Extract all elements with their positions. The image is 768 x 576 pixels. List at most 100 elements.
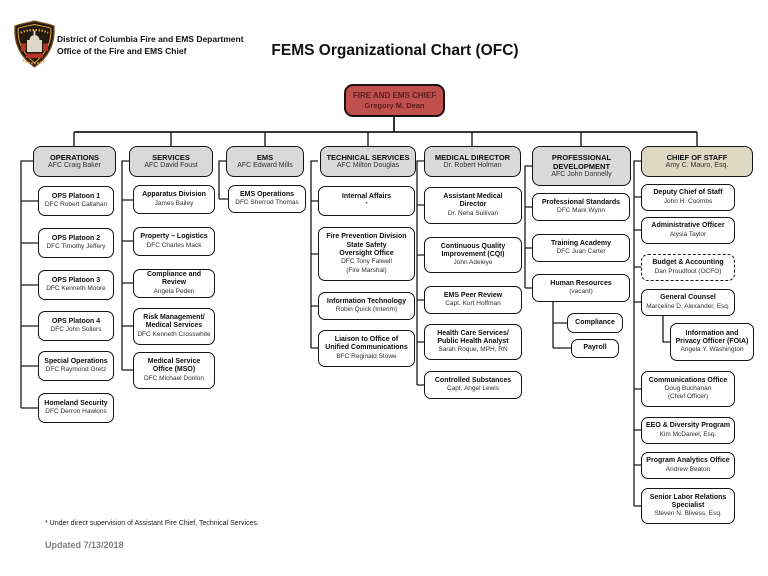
node-title: EEO & Diversity Program xyxy=(645,422,731,430)
node-name: Kim McDaniel, Esq. xyxy=(659,430,717,438)
node-title: Information Technology xyxy=(326,297,407,305)
node-title: Program Analytics Office xyxy=(646,457,730,465)
node-title: Property – Logistics xyxy=(140,233,208,241)
node-title: Risk Management/ Medical Services xyxy=(143,314,205,330)
node-name: DFC Kenneth Crosswhite xyxy=(137,330,211,338)
node-name: Amy C. Mauro, Esq. xyxy=(665,161,729,169)
node-title: Assistant Medical Director xyxy=(443,193,503,209)
org-node-chief-of-staff: CHIEF OF STAFF Amy C. Mauro, Esq. xyxy=(641,146,753,177)
node-name: DFC Derron Hawkins xyxy=(45,408,107,416)
node-name: Dr. Neha Sullivan xyxy=(447,209,499,217)
org-node-ems-operations: EMS Operations DFC Sherrod Thomas xyxy=(228,185,306,213)
org-node-property-logistics: Property – Logistics DFC Charles Mack xyxy=(133,227,215,256)
node-name: Dan Proudfoot (OCFO) xyxy=(654,267,722,275)
org-node-program-analytics-office: Program Analytics Office Andrew Beaton xyxy=(641,452,735,479)
node-name: Sarah Roque, MPH, RN xyxy=(438,346,508,354)
node-name: Angela Y. Washington xyxy=(680,346,744,354)
node-name: DFC John Sollers xyxy=(50,326,102,334)
dept-line-2: Office of the Fire and EMS Chief xyxy=(57,46,187,57)
node-title: Apparatus Division xyxy=(142,191,206,199)
org-node-compliance-and-review: Compliance and Review Angela Peden xyxy=(133,269,215,298)
updated-date: Updated 7/13/2018 xyxy=(45,540,124,550)
node-name: DFC Kenneth Moore xyxy=(46,285,106,293)
node-title: Liaison to Office of Unified Communicati… xyxy=(325,336,408,352)
node-name: Marceline D. Alexander, Esq. xyxy=(646,302,730,310)
node-name: Steven N. Blivess, Esq. xyxy=(654,510,722,518)
org-node-continuous-quality-improvement: Continuous Quality Improvement (CQI) Joh… xyxy=(424,237,522,273)
org-node-professional-development: PROFESSIONAL DEVELOPMENT AFC John Donnel… xyxy=(532,146,631,186)
node-title: Human Resources xyxy=(550,279,612,287)
dept-line-1: District of Columbia Fire and EMS Depart… xyxy=(57,34,244,44)
org-node-operations: OPERATIONS AFC Craig Baker xyxy=(33,146,116,177)
node-title: Special Operations xyxy=(44,357,108,365)
node-name: AFC John Donnelly xyxy=(551,170,612,178)
node-title: SERVICES xyxy=(152,152,190,162)
node-name: DFC Sherrod Thomas xyxy=(235,199,299,207)
org-node-administrative-officer: Administrative Officer Alysia Taylor xyxy=(641,217,735,244)
org-node-technical-services: TECHNICAL SERVICES AFC Milton Douglas xyxy=(320,146,416,177)
node-title: General Counsel xyxy=(660,294,716,302)
node-title: Communications Office xyxy=(648,376,728,384)
node-title: Internal Affairs xyxy=(341,192,392,200)
node-name: Gregory M. Dean xyxy=(364,100,425,110)
org-node-services: SERVICES AFC David Foust xyxy=(129,146,213,177)
node-title: TECHNICAL SERVICES xyxy=(326,152,410,162)
node-name: BFC Reginald Stowe xyxy=(336,352,397,360)
node-name: Capt. Angel Lewis xyxy=(446,385,500,393)
node-name: Dr. Robert Holman xyxy=(443,161,502,169)
node-title: MEDICAL DIRECTOR xyxy=(434,152,511,162)
org-node-hr-compliance: Compliance xyxy=(567,313,623,333)
node-name: DFC Tony Falwell (Fire Marshal) xyxy=(341,258,392,274)
node-title: EMS xyxy=(256,152,274,162)
node-name: (vacant) xyxy=(569,288,593,296)
org-node-communications-office: Communications Office Doug Buchanan (Chi… xyxy=(641,371,735,407)
org-node-medical-service-office: Medical Service Office (MSO) DFC Michael… xyxy=(133,352,215,389)
org-node-liaison-unified-communications: Liaison to Office of Unified Communicati… xyxy=(318,330,415,367)
node-title: Compliance and Review xyxy=(146,271,202,287)
node-title: Training Academy xyxy=(550,239,612,247)
node-name: AFC David Foust xyxy=(144,161,198,169)
node-name: James Bailey xyxy=(154,199,194,207)
org-node-ops-platoon-4: OPS Platoon 4 DFC John Sollers xyxy=(38,311,114,341)
node-name: * xyxy=(365,201,368,209)
node-title: Continuous Quality Improvement (CQI) xyxy=(440,242,506,258)
node-title: OPERATIONS xyxy=(49,152,100,162)
node-title: Professional Standards xyxy=(541,198,621,206)
node-name: AFC Edward Mills xyxy=(237,161,293,169)
node-title: Administrative Officer xyxy=(651,222,725,230)
node-title: EMS Peer Review xyxy=(443,291,503,299)
node-title: Homeland Security xyxy=(44,399,108,407)
node-name: Robin Quick (Interim) xyxy=(335,306,398,314)
node-title: CHIEF OF STAFF xyxy=(666,152,728,162)
node-name: AFC Milton Douglas xyxy=(336,161,400,169)
org-node-ops-platoon-3: OPS Platoon 3 DFC Kenneth Moore xyxy=(38,270,114,300)
dc-fire-ems-patch-logo xyxy=(14,20,55,68)
node-name: DFC Robert Callahan xyxy=(44,201,108,209)
node-name: Angela Peden xyxy=(153,287,195,295)
org-node-ops-platoon-2: OPS Platoon 2 DFC Timothy Jeffery xyxy=(38,228,114,258)
node-name: DFC Juan Carter xyxy=(556,248,606,256)
org-node-human-resources: Human Resources (vacant) xyxy=(532,274,630,302)
node-name: DFC Charles Mack xyxy=(146,241,202,249)
node-title: Controlled Substances xyxy=(434,376,512,384)
page-title: FEMS Organizational Chart (OFC) xyxy=(271,42,519,59)
node-title: Health Care Services/ Public Health Anal… xyxy=(437,329,509,345)
org-node-general-counsel: General Counsel Marceline D. Alexander, … xyxy=(641,289,735,316)
node-name: Capt. Kurt Hoffman xyxy=(445,300,501,308)
node-title: Budget & Accounting xyxy=(652,259,724,267)
org-node-hr-payroll: Payroll xyxy=(571,339,619,358)
node-name: John H. Coombs xyxy=(663,197,713,205)
node-title: Payroll xyxy=(583,344,607,352)
node-name: Doug Buchanan (Chief Officer) xyxy=(664,385,712,401)
node-title: Information and Privacy Officer (FOIA) xyxy=(675,329,749,345)
org-node-assistant-medical-director: Assistant Medical Director Dr. Neha Sull… xyxy=(424,187,522,224)
node-name: Andrew Beaton xyxy=(665,465,711,473)
node-title: OPS Platoon 1 xyxy=(51,192,101,200)
org-node-budget-accounting: Budget & Accounting Dan Proudfoot (OCFO) xyxy=(641,254,735,281)
org-node-senior-labor-relations-specialist: Senior Labor Relations Specialist Steven… xyxy=(641,488,735,524)
node-title: Medical Service Office (MSO) xyxy=(147,358,201,374)
node-name: DFC Michael Donlon xyxy=(144,374,204,382)
org-node-controlled-substances: Controlled Substances Capt. Angel Lewis xyxy=(424,371,522,399)
